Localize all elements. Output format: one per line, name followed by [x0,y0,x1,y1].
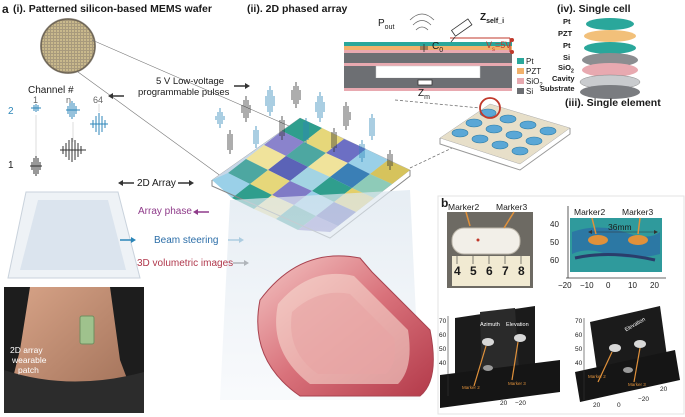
heatmap-width-label: 36mm [608,222,632,232]
channel-waveforms [30,101,108,176]
marker-arrows [465,211,641,235]
vol1-bottom-tick-neg20: −20 [515,400,527,407]
vol2-marker2-label: Marker 2 [588,374,606,379]
ruler-tick-6: 6 [486,264,493,278]
cell-layer-stack [579,18,641,99]
flow-beam-steering: Beam steering [154,235,219,246]
channel-col-1: 1 [33,95,39,105]
vol2-ztick-40: 40 [575,360,583,367]
photo-marker3-label: Marker3 [496,202,528,212]
vol2-bottom-tick-20a: 20 [593,402,601,409]
channel-row-1: 1 [8,160,14,171]
channel-label: Channel # [28,85,74,96]
vol1-marker2-label: Marker 2 [462,385,480,390]
vol1-marker3-label: Marker 3 [508,381,526,386]
vol2-bottom-tick-0: 0 [617,402,621,409]
marker-heatmap [566,206,666,279]
patch-label-line2: wearable [12,355,47,365]
ruler-tick-5: 5 [470,264,477,278]
cell-cross-section [344,13,524,94]
vol2-ztick-50: 50 [575,346,583,353]
volume-view-1 [440,306,560,408]
pulses-label-line1: 5 V Low-voltage [155,76,225,87]
vol2-ztick-60: 60 [575,332,583,339]
flow-2d-array: 2D Array [137,178,176,189]
ruler-tick-4: 4 [454,264,461,278]
legend-si: Si [526,87,534,96]
legend-pt: Pt [526,57,534,66]
photo-marker2-label: Marker2 [448,202,480,212]
panel-b-frame [437,195,685,415]
title-single-cell: (iv). Single cell [557,3,631,15]
cell-vs-label: Vs=5V [486,40,512,53]
vol1-ztick-50: 50 [439,346,447,353]
heatmap-xtick-0: 0 [606,281,611,290]
stack-label-sio2: SiO2 [558,63,574,75]
heatmap-marker3-label: Marker3 [622,207,654,217]
stack-label-pt-bottom: Pt [563,41,571,50]
cell-zm-label: Zm [418,88,430,101]
heatmap-marker2-label: Marker2 [574,207,606,217]
channel-col-n: n [66,95,72,105]
vol2-ztick-70: 70 [575,318,583,325]
vol2-marker3-label: Marker 3 [628,382,646,387]
heatmap-xtick-neg20: −20 [558,281,572,290]
ruler-tick-7: 7 [502,264,509,278]
stack-label-cavity: Cavity [552,74,575,83]
vol1-elevation-label: Elevation [506,322,529,328]
panel-b-letter: b [441,196,449,210]
heatmap-xtick-10: 10 [628,281,637,290]
wearable-patch-photo [4,287,144,413]
stack-label-pt-top: Pt [563,17,571,26]
array-pulses [215,82,393,170]
vol1-bottom-tick-20: 20 [500,400,508,407]
vol1-ztick-70: 70 [439,318,447,325]
vol1-ztick-40: 40 [439,360,447,367]
heatmap-xtick-neg10: −10 [580,281,594,290]
legend-sio2: SiO2 [526,77,543,89]
patch-label-line1: 2D array [10,345,43,355]
legend-pzt: PZT [526,67,542,76]
title-phased-array: (ii). 2D phased array [247,3,348,15]
flow-array-phase: Array phase [138,206,192,217]
tissue-model [257,255,434,397]
stack-label-si: Si [563,53,571,62]
heatmap-xtick-20: 20 [650,281,659,290]
title-single-element: (iii). Single element [565,97,661,109]
heatmap-ytick-50: 50 [550,238,559,247]
vol2-bottom-tick-20b: 20 [660,386,668,393]
patch-label-line3: patch [18,365,39,375]
stack-label-pzt: PZT [558,29,573,38]
cell-c0-label: C0 [432,41,444,54]
vol2-bottom-tick-neg20: −20 [638,396,650,403]
cell-zself-label: Zself_i [480,12,505,25]
channel-col-64: 64 [93,95,104,105]
beam-trapezoid [7,191,141,279]
channel-row-2: 2 [8,106,14,117]
pulses-label-line2: programmable pulses [138,87,230,98]
stack-label-substrate: Substrate [540,84,575,93]
vol1-ztick-60: 60 [439,332,447,339]
volume-view-2 [575,306,680,402]
cell-pout-label: Pout [378,18,395,31]
phantom-photo [447,212,533,288]
flow-volumetric-images: 3D volumetric images [137,258,234,269]
heatmap-ytick-60: 60 [550,256,559,265]
vol1-azimuth-label: Azimuth [480,322,500,328]
panel-a-letter: a [2,2,9,16]
mems-wafer [40,18,96,74]
title-mems-wafer: (i). Patterned silicon-based MEMS wafer [13,3,212,15]
single-element-array [439,97,571,171]
ruler-tick-8: 8 [518,264,525,278]
heatmap-ytick-40: 40 [550,220,559,229]
